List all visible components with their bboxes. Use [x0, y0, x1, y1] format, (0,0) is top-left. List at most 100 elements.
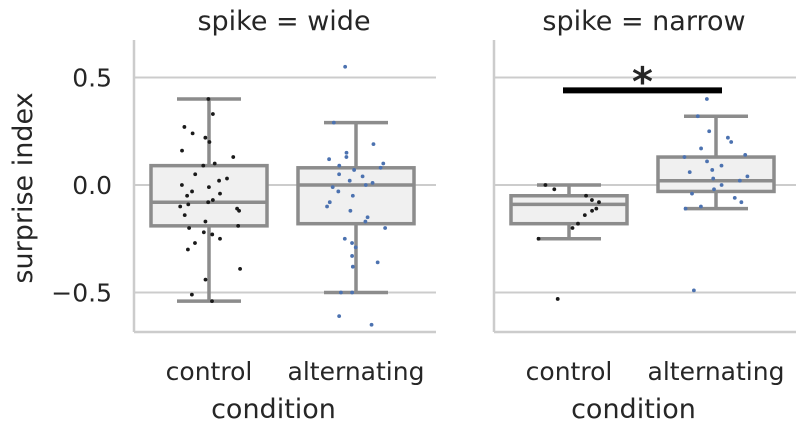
data-point	[180, 183, 184, 187]
data-point	[331, 120, 336, 125]
data-point	[705, 159, 709, 164]
data-point	[732, 196, 737, 200]
data-point	[584, 193, 588, 198]
data-point	[344, 150, 349, 155]
data-point	[363, 183, 368, 187]
data-point	[699, 146, 703, 151]
data-point	[206, 200, 211, 205]
data-point	[719, 163, 724, 168]
data-point	[570, 226, 575, 230]
x-tick-label: alternating	[648, 357, 785, 386]
data-point	[725, 135, 730, 140]
data-point	[210, 299, 214, 303]
data-point	[682, 155, 687, 159]
data-point	[338, 290, 343, 295]
data-point	[327, 200, 332, 205]
data-point	[337, 163, 342, 168]
x-tick-label: control	[526, 357, 613, 386]
data-point	[236, 223, 241, 228]
iqr-box	[509, 194, 629, 226]
data-point	[375, 260, 380, 265]
iqr-box	[149, 163, 269, 228]
data-point	[344, 155, 349, 159]
data-point	[350, 193, 355, 198]
data-point	[217, 178, 221, 183]
data-point	[325, 204, 329, 209]
data-point	[729, 140, 734, 144]
data-point	[193, 241, 197, 245]
box-alternating	[656, 97, 776, 293]
data-point	[370, 180, 375, 185]
data-point	[187, 226, 192, 230]
data-point	[218, 191, 222, 196]
box-control	[149, 97, 269, 303]
data-point	[737, 178, 742, 183]
data-point	[201, 163, 206, 168]
data-point	[185, 193, 190, 198]
data-point	[337, 314, 342, 319]
data-point	[590, 198, 594, 202]
data-point	[182, 125, 187, 129]
data-point	[350, 290, 355, 295]
data-point	[536, 236, 541, 241]
iqr-box	[296, 166, 416, 226]
data-point	[327, 157, 331, 162]
data-point	[186, 202, 191, 207]
data-point	[683, 206, 688, 211]
data-point	[206, 97, 211, 101]
data-point	[711, 176, 716, 181]
data-point	[594, 206, 599, 211]
data-point	[190, 189, 194, 194]
box-control	[509, 183, 629, 301]
data-point	[745, 174, 750, 179]
data-point	[690, 191, 694, 196]
data-point	[350, 264, 355, 269]
data-point	[207, 185, 211, 190]
panel-narrow: spike = narrow control alternating conditio…	[492, 6, 796, 425]
data-point	[712, 187, 716, 192]
data-point	[719, 183, 724, 187]
box-alternating	[296, 64, 416, 327]
x-axis-label: condition	[211, 394, 336, 424]
data-point	[704, 97, 709, 101]
data-point	[352, 168, 357, 172]
panel-title: spike = narrow	[542, 6, 745, 37]
data-point	[182, 213, 187, 218]
data-point	[203, 219, 208, 224]
data-point	[576, 221, 580, 226]
y-tick-label: −0.5	[51, 279, 112, 308]
data-point	[337, 172, 342, 177]
y-tick-label: 0.5	[72, 64, 112, 93]
data-point	[210, 198, 215, 202]
iqr-box	[656, 155, 776, 194]
x-tick-label: alternating	[288, 357, 425, 386]
data-point	[555, 297, 560, 301]
y-tick-label: 0.0	[72, 171, 112, 200]
data-point	[203, 135, 208, 140]
data-point	[190, 131, 195, 136]
data-point	[218, 236, 222, 241]
data-point	[237, 208, 241, 213]
data-point	[231, 155, 236, 159]
x-axis-label: condition	[571, 394, 696, 424]
data-point	[189, 292, 194, 297]
data-point	[353, 245, 358, 250]
data-point	[369, 322, 374, 327]
data-point	[360, 174, 365, 179]
data-point	[330, 185, 335, 190]
data-point	[336, 189, 341, 194]
significance-star: *	[632, 59, 653, 105]
data-point	[210, 232, 215, 237]
data-point	[212, 161, 217, 166]
y-axis-label: surprise index	[8, 92, 39, 283]
data-point	[597, 200, 601, 205]
data-point	[383, 226, 388, 230]
data-point	[543, 183, 548, 187]
data-point	[743, 153, 748, 157]
data-point	[343, 64, 348, 69]
data-point	[363, 219, 368, 224]
data-point	[691, 288, 696, 293]
